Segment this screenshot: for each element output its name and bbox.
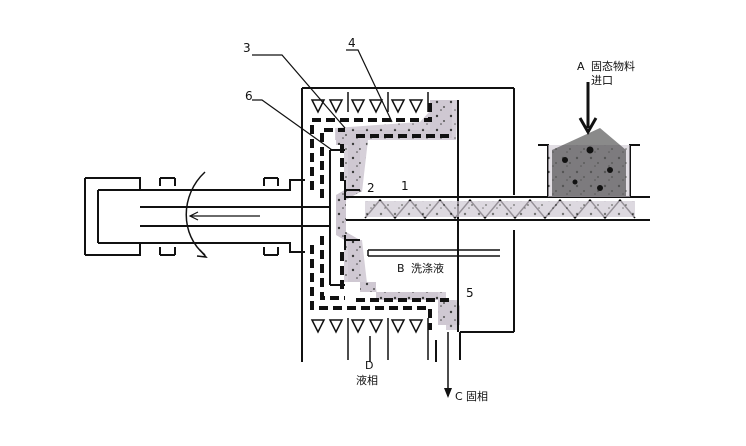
- feed-hopper: [538, 128, 640, 197]
- label-a-text2: 进口: [591, 74, 613, 87]
- feed-conveyor: [346, 196, 650, 221]
- label-d-letter: D: [365, 359, 373, 372]
- rotation-arrow: [185, 171, 206, 256]
- label-c-text: 固相: [466, 390, 488, 403]
- label-a-text: 固态物料: [591, 59, 635, 73]
- leader-lines: [252, 49, 393, 151]
- wash-pipe: [367, 249, 500, 257]
- callout-3: 3: [243, 41, 251, 55]
- callout-1: 1: [401, 179, 409, 193]
- basket-dashed: [310, 100, 452, 330]
- callout-6: 6: [245, 89, 253, 103]
- label-c-letter: C: [455, 390, 463, 403]
- label-b-letter: B: [397, 262, 405, 275]
- outer-casing: [301, 87, 515, 362]
- pusher-plate: [329, 149, 360, 286]
- nozzle-row-bottom: [310, 318, 429, 360]
- label-d-text: 液相: [356, 373, 378, 387]
- callout-2: 2: [367, 181, 375, 195]
- nozzle-row-top: [310, 92, 429, 114]
- callout-5: 5: [466, 286, 474, 300]
- drive-shaft: [84, 177, 330, 256]
- label-b-text: 洗涤液: [411, 261, 444, 275]
- label-a-letter: A: [577, 60, 585, 73]
- callout-4: 4: [348, 36, 356, 50]
